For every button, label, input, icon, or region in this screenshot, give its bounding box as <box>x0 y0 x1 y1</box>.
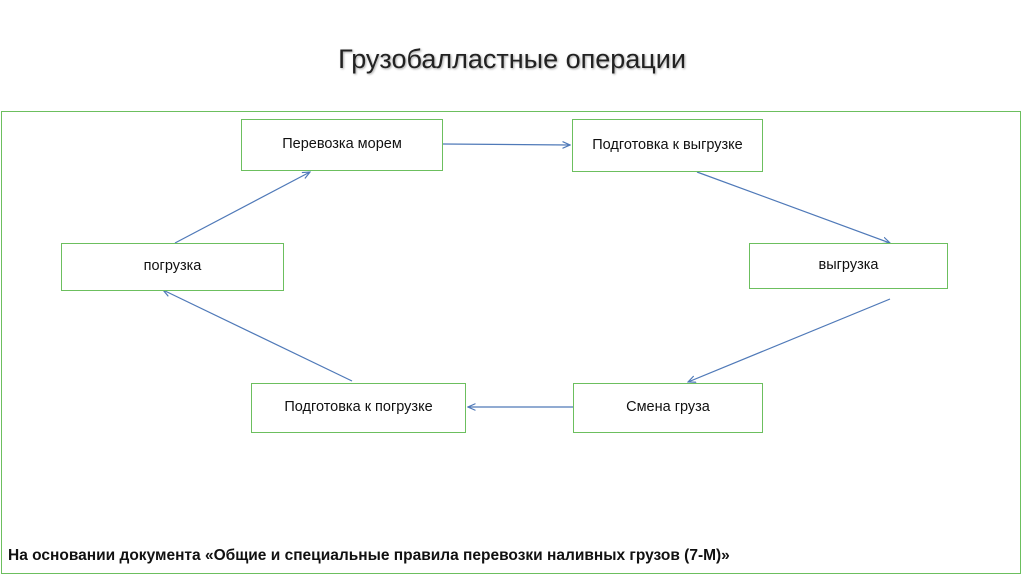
node-label: Подготовка к выгрузке <box>592 136 743 153</box>
node-prep-unloading: Подготовка к выгрузке <box>572 119 763 172</box>
source-footnote: На основании документа «Общие и специаль… <box>8 547 730 564</box>
node-label: погрузка <box>143 258 202 275</box>
node-label: выгрузка <box>818 257 879 274</box>
arrow-load-to-sea <box>174 172 310 244</box>
node-label: Перевозка морем <box>282 136 402 153</box>
arrow-prep-load-to-load <box>163 290 353 382</box>
node-prep-loading: Подготовка к погрузке <box>251 383 466 433</box>
node-label: Смена груза <box>626 399 710 416</box>
content-frame <box>1 111 1021 574</box>
arrow-sea-to-prep-unload <box>442 144 570 145</box>
node-cargo-change: Смена груза <box>573 383 763 433</box>
arrow-prep-unload-to-unload <box>696 171 890 243</box>
node-sea-transport: Перевозка морем <box>241 119 443 171</box>
slide-title: Грузобалластные операции <box>338 44 686 74</box>
arrow-unload-to-change <box>688 298 891 382</box>
node-label: Подготовка к погрузке <box>284 399 433 416</box>
node-loading: погрузка <box>61 243 284 291</box>
node-unloading: выгрузка <box>749 243 948 289</box>
